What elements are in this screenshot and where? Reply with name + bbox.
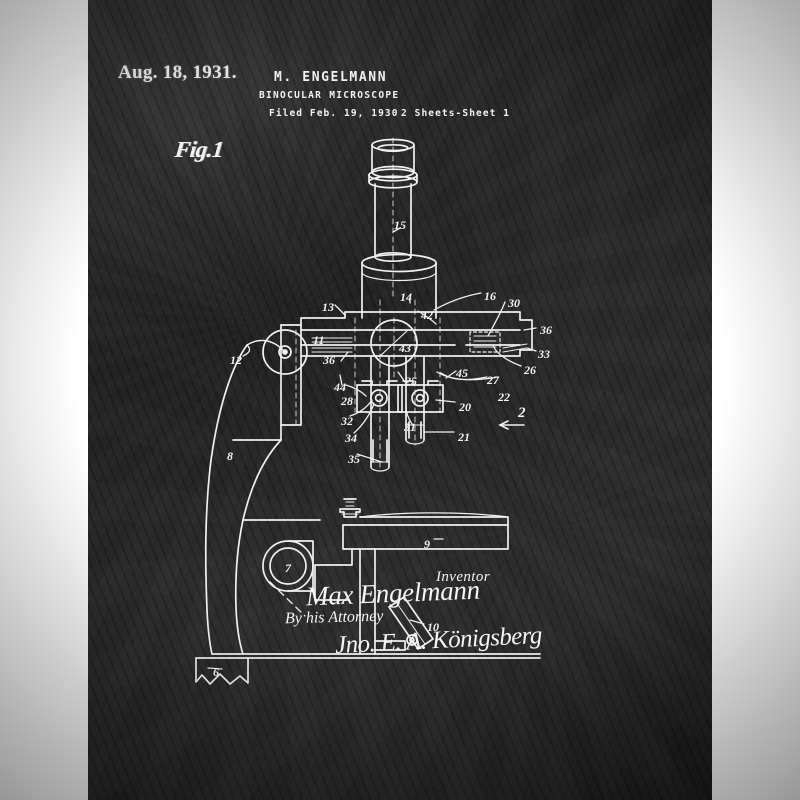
reference-numeral-25: 25: [405, 374, 417, 388]
section-marker-2: 2: [518, 405, 526, 421]
objective-barrels: [356, 355, 444, 472]
specimen-stage: [314, 498, 509, 655]
patent-inventor-name: M. ENGELMANN: [274, 70, 388, 85]
reference-numeral-6: 6: [213, 665, 219, 679]
reference-numeral-16: 16: [484, 289, 496, 303]
reference-numeral-9: 9: [424, 537, 430, 551]
patent-sheet-count: 2 Sheets-Sheet 1: [401, 108, 511, 119]
reference-numeral-7: 7: [285, 561, 291, 575]
reference-numeral-22: 22: [498, 390, 510, 404]
reference-numeral-27: 27: [487, 373, 499, 387]
microscope-arm: [204, 344, 321, 655]
mirror-assembly: [374, 596, 434, 651]
patent-date: Aug. 18, 1931.: [118, 62, 237, 83]
reference-numeral-43: 43: [399, 341, 411, 355]
reference-numeral-34: 34: [345, 431, 357, 445]
reference-numeral-30: 30: [508, 296, 520, 310]
reference-numeral-12: 12: [230, 353, 242, 367]
reference-numeral-15: 15: [394, 218, 406, 232]
reference-numeral-42: 42: [421, 308, 433, 322]
inventor-label: Inventor: [436, 569, 491, 585]
reference-numeral-11: 11: [313, 333, 325, 347]
fine-focus-wheel: [262, 540, 314, 617]
reference-numeral-35: 35: [348, 452, 360, 466]
reference-numeral-13: 13: [322, 300, 334, 314]
patent-title: BINOCULAR MICROSCOPE: [259, 90, 400, 101]
reference-numeral-33: 33: [538, 347, 550, 361]
reference-numeral-10: 10: [427, 620, 439, 634]
reference-numeral-32: 32: [341, 414, 353, 428]
reference-numeral-26: 26: [524, 363, 536, 377]
optical-axis-lines: [295, 137, 441, 471]
focus-housing: [232, 324, 308, 441]
reference-numeral-44: 44: [334, 380, 346, 394]
reference-numeral-36a: 36: [323, 353, 335, 367]
reference-numeral-8: 8: [227, 449, 233, 463]
reference-numeral-21: 21: [458, 430, 470, 444]
reference-numeral-14: 14: [400, 290, 412, 304]
reference-numeral-36b: 36: [540, 323, 552, 337]
patent-filed-date: Filed Feb. 19, 1930: [269, 108, 399, 119]
reference-numeral-20: 20: [459, 400, 471, 414]
reference-numeral-45: 45: [456, 366, 468, 380]
attorney-label: By his Attorney: [284, 607, 384, 628]
microscope-base: [195, 653, 541, 685]
reference-numeral-28: 28: [341, 394, 353, 408]
reference-numeral-31: 31: [404, 420, 416, 434]
